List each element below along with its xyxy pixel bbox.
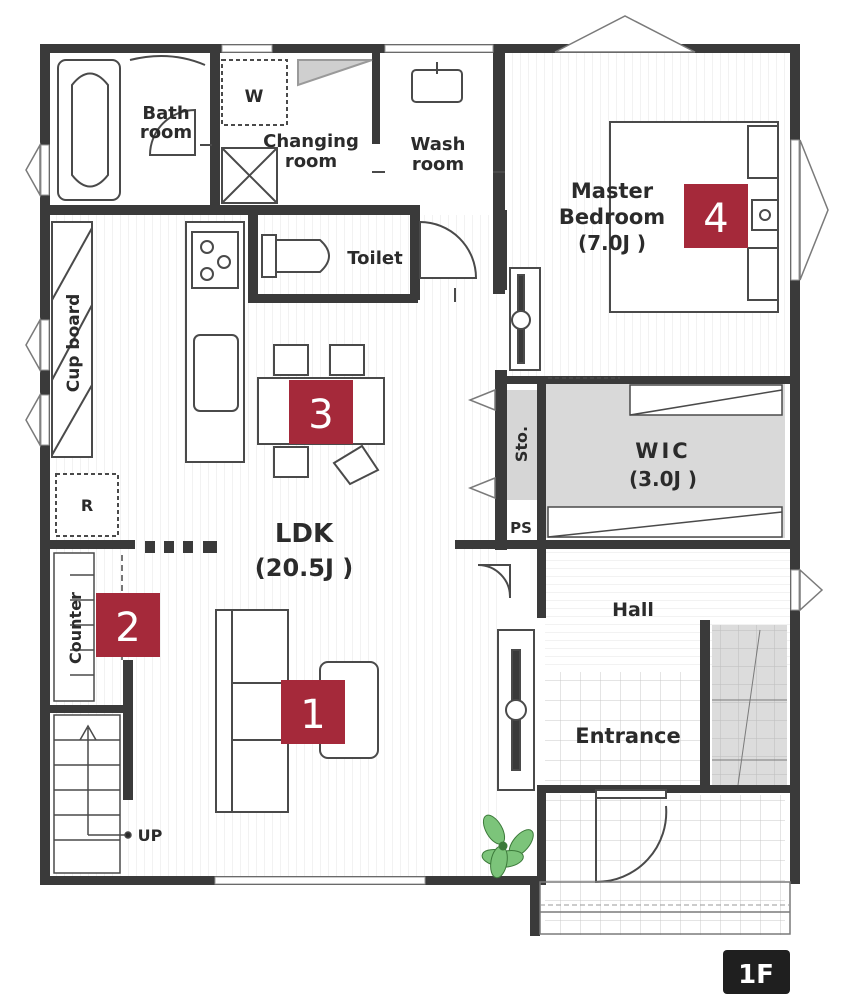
- porch-floor: [545, 795, 785, 935]
- bath-label-2: room: [140, 122, 192, 143]
- wash-basin: [411, 69, 463, 103]
- badge-2: 2: [96, 593, 160, 657]
- storage-label: Sto.: [512, 426, 531, 462]
- ps-label: PS: [510, 519, 532, 537]
- floor-label: 1F: [738, 960, 774, 990]
- master-label-2: Bedroom: [559, 205, 665, 229]
- windows: [40, 44, 800, 885]
- badges: 1 2 3 4: [96, 184, 748, 744]
- washer-label: W: [245, 87, 264, 107]
- ldk-label-1: LDK: [275, 519, 334, 549]
- master-label-1: Master: [571, 179, 654, 203]
- badge-4: 4: [684, 184, 748, 248]
- shower-unit: [221, 147, 278, 204]
- wash-label-2: room: [412, 154, 464, 175]
- floor-indicator: 1F: [723, 950, 790, 994]
- fridge-label: R: [81, 496, 93, 515]
- porch-step: [539, 881, 791, 935]
- wash-label-1: Wash: [411, 134, 466, 155]
- counter-unit: [53, 552, 95, 702]
- hall-label: Hall: [612, 599, 654, 621]
- cupboard-unit: [51, 221, 93, 458]
- master-label-3: (7.0J ): [578, 231, 646, 255]
- wic-label-1: WIC: [635, 439, 690, 463]
- wic-label-2: (3.0J ): [629, 467, 697, 491]
- sink: [193, 334, 239, 412]
- kitchen: [51, 221, 245, 537]
- dining-set: [257, 344, 385, 486]
- entrance-label: Entrance: [575, 724, 681, 748]
- fridge-space: [55, 473, 119, 537]
- stairs-up-label: UP: [138, 826, 163, 845]
- staircase: [53, 714, 121, 874]
- stairs-area: [53, 552, 132, 874]
- toilet-label: Toilet: [347, 248, 403, 269]
- room-labels: Bath room W Changing room Wash room Mast…: [64, 87, 697, 845]
- svg-text:2: 2: [115, 605, 140, 651]
- plant-icon: [481, 814, 534, 879]
- badge-3: 3: [289, 380, 353, 444]
- ldk-label-2: (20.5J ): [255, 554, 353, 582]
- master-furniture: [509, 121, 779, 371]
- sofa: [215, 609, 289, 813]
- svg-text:1: 1: [300, 692, 325, 738]
- window-bays: [25, 15, 829, 612]
- entrance-floor: [545, 672, 710, 787]
- stove: [191, 231, 239, 289]
- cupboard-label: Cup board: [64, 294, 84, 393]
- entrance-features: [539, 629, 791, 935]
- svg-text:4: 4: [703, 196, 728, 242]
- storage-floor: [505, 390, 537, 500]
- counter-label: Counter: [66, 592, 85, 664]
- wic-shelves: [547, 377, 783, 538]
- ldk-dashes: [145, 541, 217, 553]
- badge-1: 1: [281, 680, 345, 744]
- bath-label-1: Bath: [142, 103, 189, 124]
- bathroom-fixtures: [57, 55, 505, 302]
- svg-text:3: 3: [308, 392, 333, 438]
- toilet-fixture: [261, 234, 330, 278]
- changing-label-1: Changing: [263, 131, 359, 152]
- washing-machine-space: [221, 59, 288, 126]
- changing-label-2: room: [285, 151, 337, 172]
